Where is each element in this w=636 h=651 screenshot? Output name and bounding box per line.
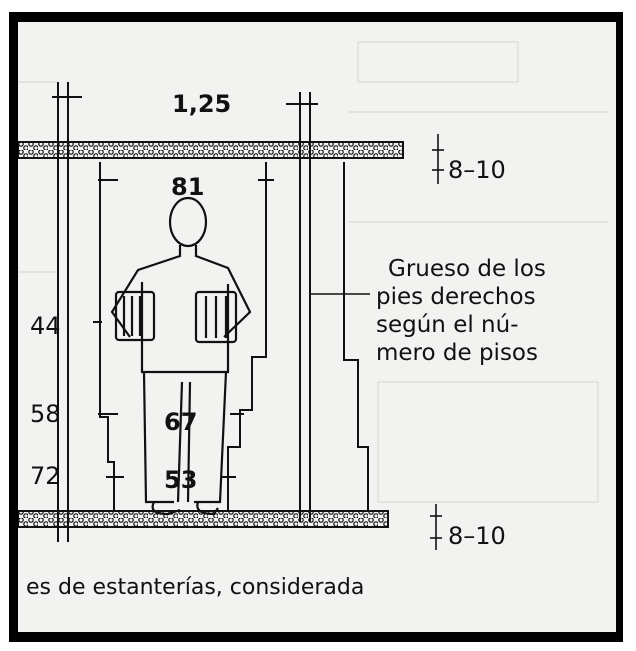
left-upright — [52, 82, 82, 542]
diagram-page: 1,25 81 8–10 8–10 44 58 72 67 53 Grueso … — [18, 22, 616, 632]
bottom-floor-slab — [18, 510, 389, 528]
caption-text: es de estanterías, considerada — [26, 575, 364, 600]
center-shelf-profile — [227, 162, 267, 511]
dimension-thickness-bottom: 8–10 — [448, 522, 506, 550]
dimension-58: 58 — [30, 400, 61, 428]
thickness-marks — [430, 134, 444, 550]
annotation-text: Grueso de los pies derechos según el nú-… — [376, 256, 546, 366]
dimension-feet-width: 53 — [164, 466, 197, 494]
right-shelf-profile — [343, 162, 369, 511]
right-upright — [286, 92, 318, 522]
dimension-44: 44 — [30, 312, 61, 340]
dimension-inner-width: 81 — [171, 173, 204, 201]
left-shelf-profile — [99, 162, 115, 511]
dimension-72: 72 — [30, 462, 61, 490]
person-figure — [110, 196, 252, 516]
annotation-line-2: pies derechos — [376, 284, 536, 310]
background-texture — [18, 41, 608, 503]
shelf-clearance-diagram: 1,25 81 8–10 8–10 44 58 72 67 53 Grueso … — [18, 41, 608, 600]
annotation-line-3: según el nú- — [376, 312, 519, 338]
dimension-hip-width: 67 — [164, 408, 197, 436]
dimension-top-width: 1,25 — [172, 90, 231, 118]
dimension-thickness-top: 8–10 — [448, 156, 506, 184]
annotation-line-4: mero de pisos — [376, 340, 538, 366]
top-floor-slab — [18, 141, 404, 159]
annotation-line-1: Grueso de los — [388, 256, 546, 282]
